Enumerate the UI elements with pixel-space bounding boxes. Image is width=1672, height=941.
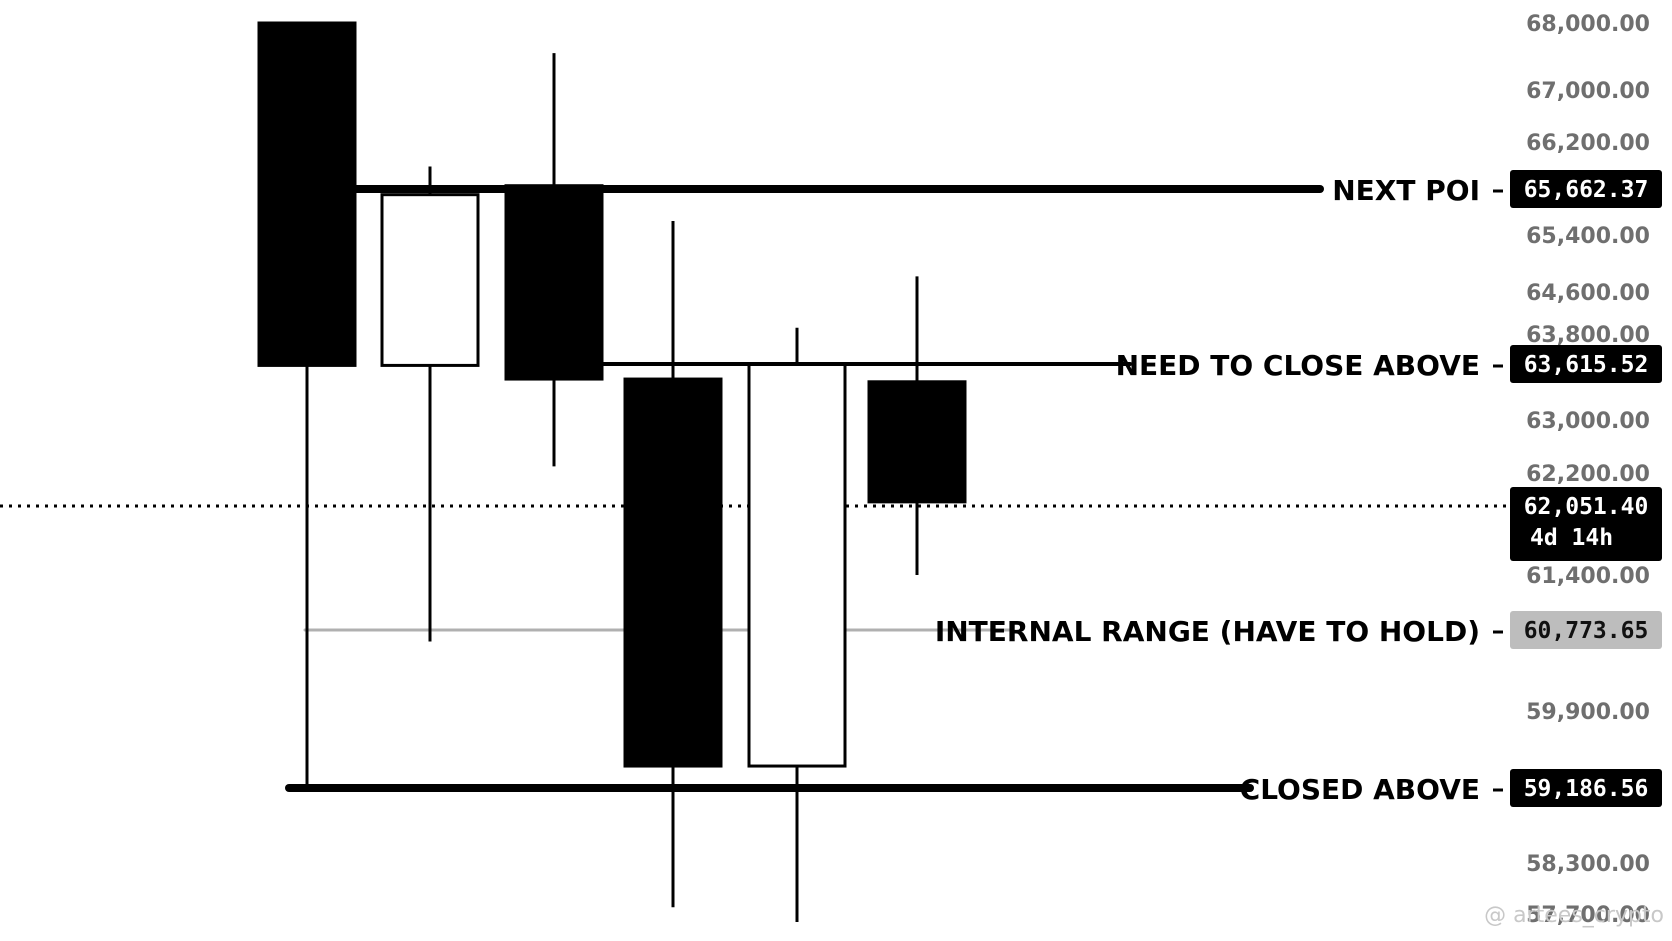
level-lines: NEXT POI NEED TO CLOSE ABOVE INTERNAL RANG…	[0, 174, 1508, 806]
candle-body	[623, 377, 723, 768]
y-tick-label: 65,400.00	[1526, 224, 1650, 249]
candle-body	[257, 21, 357, 367]
y-tick-label: 61,400.00	[1526, 564, 1650, 589]
price-badge-value: 65,662.37	[1524, 177, 1649, 203]
current-price-value: 62,051.40	[1524, 494, 1649, 520]
y-tick-label: 66,200.00	[1526, 131, 1650, 156]
y-tick-label: 63,800.00	[1526, 323, 1650, 348]
watermark: @ artees_crypto	[1484, 903, 1664, 928]
level-label: NEXT POI	[1332, 174, 1480, 207]
y-tick-label: 63,000.00	[1526, 409, 1650, 434]
current-price-badge	[1510, 487, 1662, 561]
y-tick-label: 62,200.00	[1526, 462, 1650, 487]
price-badge	[1510, 611, 1662, 649]
watermark-text: @ artees_crypto	[1484, 903, 1664, 928]
candle-body	[867, 380, 967, 504]
price-badges: 65,662.37 63,615.52 60,773.65 59,186.56 62,0…	[1510, 170, 1662, 807]
y-tick-label: 59,900.00	[1526, 700, 1650, 725]
price-badge-value: 60,773.65	[1524, 618, 1649, 644]
y-tick-label: 68,000.00	[1526, 12, 1650, 37]
level-label: CLOSED ABOVE	[1240, 773, 1480, 806]
price-axis: 68,000.00 67,000.00 66,200.00 65,400.00 64,6…	[1526, 12, 1650, 928]
y-tick-label: 64,600.00	[1526, 281, 1650, 306]
candle-body	[504, 184, 604, 381]
candle-countdown: 4d 14h	[1530, 525, 1613, 551]
candle-body	[380, 193, 480, 367]
level-label: NEED TO CLOSE ABOVE	[1116, 349, 1480, 382]
candle-body	[747, 363, 847, 768]
price-badge	[1510, 170, 1662, 208]
y-tick-label: 57,700.00	[1526, 903, 1650, 928]
level-label: INTERNAL RANGE (HAVE TO HOLD)	[935, 615, 1480, 648]
price-badge-value: 59,186.56	[1524, 776, 1649, 802]
price-badge-value: 63,615.52	[1524, 352, 1649, 378]
candles	[257, 21, 967, 922]
y-tick-label: 58,300.00	[1526, 852, 1650, 877]
y-tick-label: 67,000.00	[1526, 79, 1650, 104]
price-badge	[1510, 769, 1662, 807]
price-badge	[1510, 345, 1662, 383]
